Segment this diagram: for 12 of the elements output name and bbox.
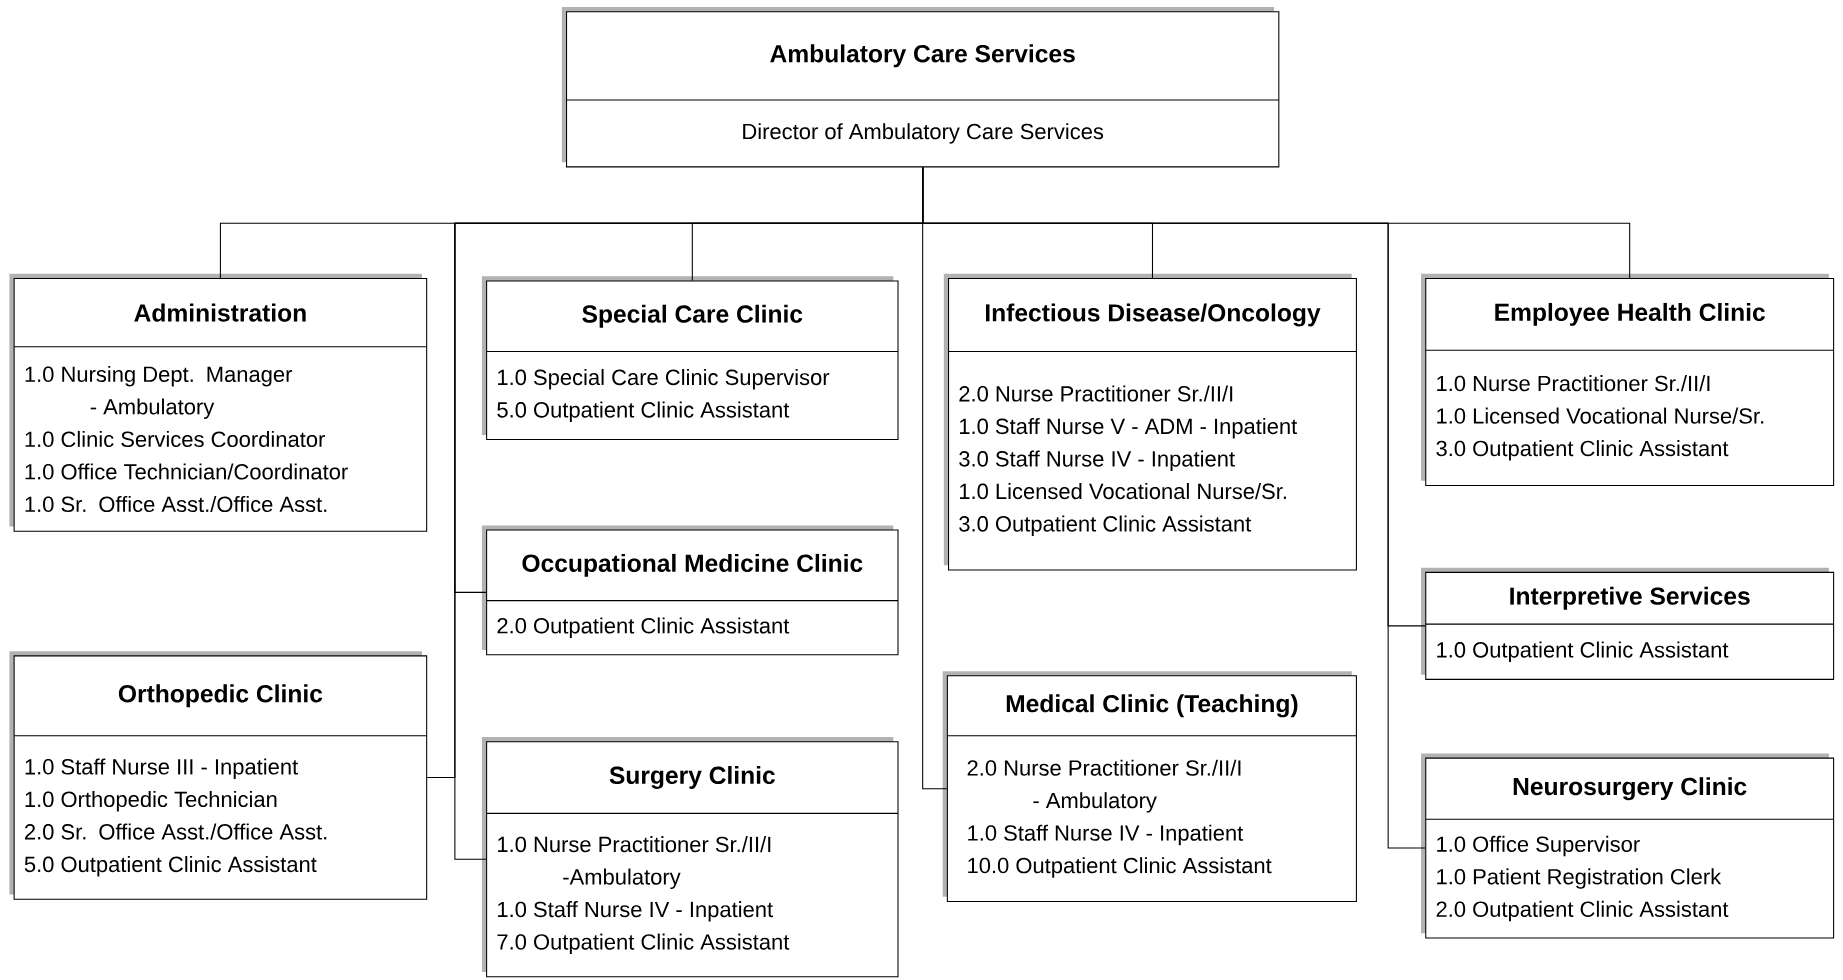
department-box: Special Care Clinic 1.0 Special Care Clinic Supervisor 5.0 Outpatient Clinic Assistant: [481, 276, 899, 440]
department-box: Infectious Disease/Oncology 2.0 Nurse Practitioner Sr./II/I 1.0 Staff Nurse V - ADM - Inpatient 3.0 Staff Nurse IV - Inpatient 1.0 Licensed Vocational Nurse/Sr. 3.0 Outpatient Clinic Assistant: [943, 273, 1357, 571]
department-box: Neurosurgery Clinic 1.0 Office Supervisor 1.0 Patient Registration Clerk 2.0 Outpatient Clinic Assistant: [1421, 753, 1835, 939]
department-box: Interpretive Services 1.0 Outpatient Clinic Assistant: [1421, 567, 1835, 680]
department-box: Orthopedic Clinic 1.0 Staff Nurse III - Inpatient 1.0 Orthopedic Technician 2.0 Sr. Office Asst./Office Asst. 5.0 Outpatient Clinic Assistant: [9, 651, 428, 900]
department-box: Surgery Clinic 1.0 Nurse Practitioner Sr./II/I -Ambulatory 1.0 Staff Nurse IV - Inpatient 7.0 Outpatient Clinic Assistant: [481, 736, 899, 978]
department-box: Medical Clinic (Teaching) 2.0 Nurse Practitioner Sr./II/I - Ambulatory 1.0 Staff Nurse IV - Inpatient 10.0 Outpatient Clinic Assistant: [942, 671, 1357, 902]
department-box: Administration 1.0 Nursing Dept. Manager - Ambulatory 1.0 Clinic Services Coordinator 1.0 Office Technician/Coordinator 1.0 Sr. Office Asst./Office Asst.: [9, 273, 428, 532]
department-box: Employee Health Clinic 1.0 Nurse Practitioner Sr./II/I 1.0 Licensed Vocational Nurse/Sr. 3.0 Outpatient Clinic Assistant: [1421, 273, 1835, 486]
department-box: Ambulatory Care Services Director of Ambulatory Care Services: [561, 6, 1280, 168]
connector-line: [922, 166, 1426, 849]
department-box: Occupational Medicine Clinic 2.0 Outpatient Clinic Assistant: [481, 525, 899, 656]
